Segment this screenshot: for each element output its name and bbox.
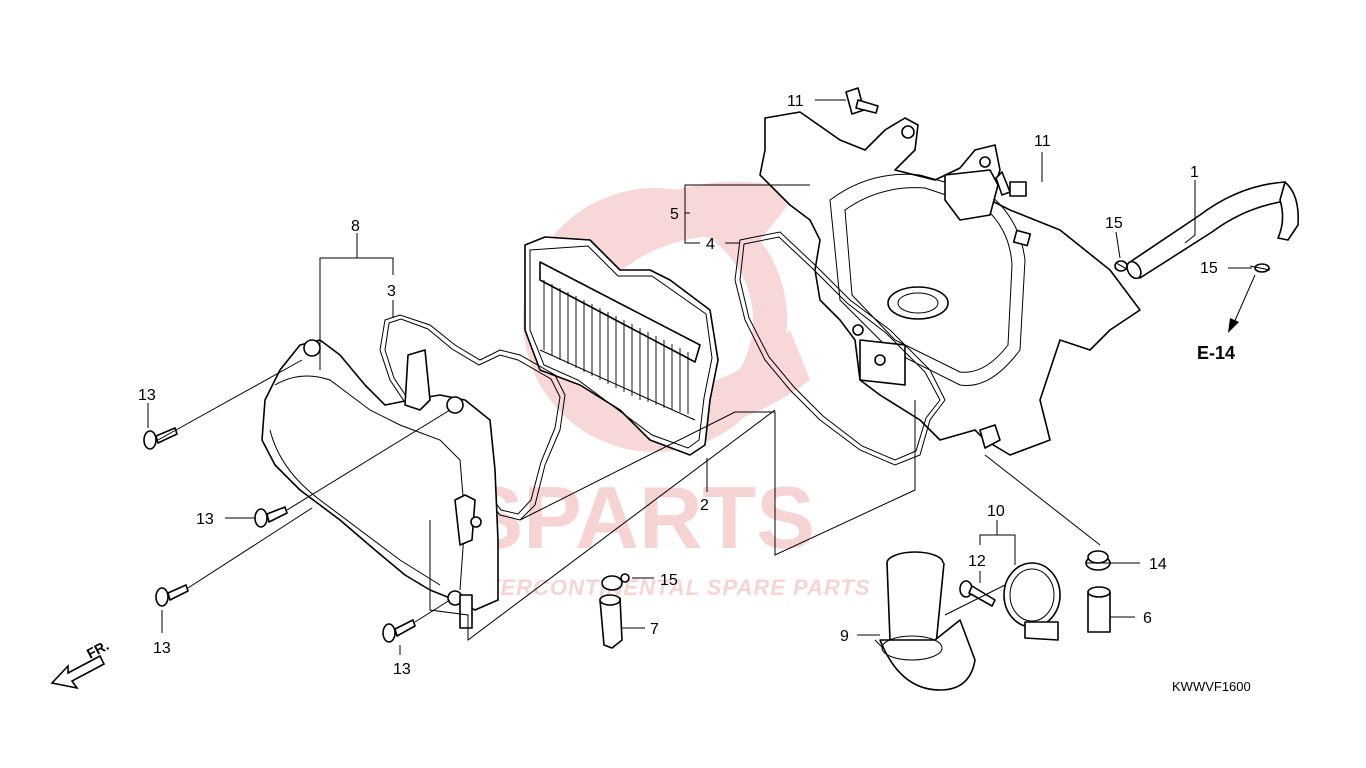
callout-4: 4 [706,236,715,253]
callout-6: 6 [1143,610,1152,627]
air-cleaner-case-part-5 [759,111,1141,456]
leader-lines [147,99,1252,655]
screw-13-b [254,506,288,528]
callout-5: 5 [670,206,679,223]
callout-12: 12 [968,553,986,570]
watermark-brand: ISPARTS [440,468,815,567]
drain-cap-part-6 [1087,586,1111,633]
seal-rubber-part-4 [734,231,946,466]
air-cleaner-cover-part-8 [261,339,499,629]
callout-14: 14 [1149,556,1167,573]
callout-labels: 1 2 3 4 5 6 7 8 9 10 11 11 12 13 13 13 1… [138,93,1218,678]
clip-15-lower [601,573,630,591]
diagram-code: KWWVF1600 [1172,679,1251,694]
callout-13-a: 13 [138,387,156,404]
callout-15-lower: 15 [660,572,678,589]
callout-2: 2 [700,497,709,514]
bolt-11-upper [845,87,879,115]
watermark-tagline: INTERCONTINENTAL SPARE PARTS [462,575,871,600]
screw-12 [959,580,996,607]
screw-13-c [155,584,189,607]
bolt-11-right [995,171,1027,197]
callout-11-right: 11 [1034,133,1051,150]
front-direction-arrow: FR. [50,637,111,690]
section-reference-label: E-14 [1197,343,1235,363]
callout-11-upper: 11 [787,93,804,110]
filter-pleats [543,280,689,414]
callout-13-d: 13 [393,661,411,678]
callout-10: 10 [987,503,1005,520]
callout-7: 7 [650,621,659,638]
clip-15-right [1249,263,1271,273]
callout-13-b: 13 [196,511,214,528]
callout-3: 3 [387,283,396,300]
connecting-tube-band-part-10 [1003,562,1061,641]
tube-part-1 [1126,181,1300,280]
callout-1: 1 [1190,164,1199,181]
screw-13-d [382,619,416,643]
callout-13-c: 13 [153,640,171,657]
air-filter-element-part-2 [524,236,719,456]
clip-15-upper [1114,260,1128,272]
reference-arrow [1228,274,1256,333]
callout-15-right: 15 [1200,260,1218,277]
callout-8: 8 [351,218,360,235]
front-direction-label: FR. [84,637,111,662]
connecting-tube-part-9 [874,551,976,691]
clip-14 [1085,550,1111,571]
drain-plug-part-7 [599,594,623,649]
callout-9: 9 [840,628,849,645]
callout-15-upper: 15 [1105,215,1123,232]
